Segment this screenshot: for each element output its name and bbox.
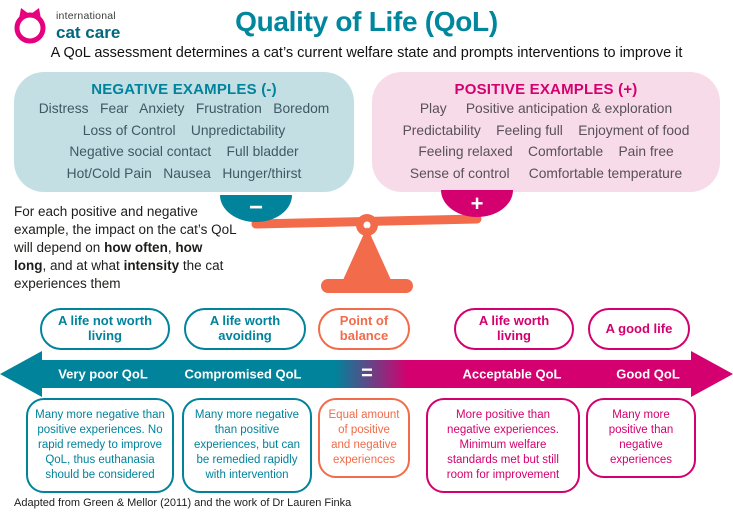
icatcare-logo: international cat care — [10, 6, 120, 46]
negative-examples-line: Distress Fear Anxiety Frustration Boredo… — [38, 101, 330, 116]
desc-box-compromised-qol: Many more negative than positive experie… — [182, 398, 312, 493]
pill-life-not-worth-living: A life not worth living — [40, 308, 170, 350]
desc-box-very-poor-qol: Many more negative than positive experie… — [26, 398, 174, 493]
desc-box-good-qol: Many more positive than negative experie… — [586, 398, 696, 478]
cat-icon — [14, 8, 46, 44]
desc-box-acceptable-qol: More positive than negative experiences.… — [426, 398, 580, 493]
arrow-label-acceptable-qol: Acceptable QoL — [462, 366, 562, 382]
pill-good-life: A good life — [588, 308, 690, 350]
arrow-label-compromised-qol: Compromised QoL — [184, 366, 302, 382]
scale-pivot-dot — [363, 221, 371, 229]
pill-label: A life worth avoiding — [209, 313, 281, 343]
pill-point-of-balance: Point of balance — [318, 308, 410, 350]
plus-sign: + — [471, 191, 484, 216]
arrow-label-equals: = — [361, 362, 373, 385]
impact-note-text: , — [167, 239, 176, 255]
logo-line-catcare: cat care — [56, 22, 121, 42]
negative-examples-box: NEGATIVE EXAMPLES (-) Distress Fear Anxi… — [14, 72, 354, 192]
pill-label: A life worth living — [478, 313, 550, 343]
page-title: Quality of Life (QoL) — [235, 6, 498, 37]
negative-examples-line: Negative social contact Full bladder — [69, 144, 299, 160]
qol-spectrum-arrow: Very poor QoL Compromised QoL = Acceptab… — [0, 351, 733, 397]
pill-label: Point of balance — [339, 313, 389, 343]
pill-label: A good life — [605, 320, 673, 336]
impact-note-bold-how-long: how long — [14, 239, 203, 273]
logo-text: international cat care — [56, 11, 120, 41]
balance-scale: − + — [215, 183, 515, 301]
pill-label: A life not worth living — [57, 313, 153, 343]
impact-note-bold-intensity: intensity — [123, 257, 180, 273]
logo-line-international: international — [56, 10, 116, 23]
minus-sign: − — [249, 194, 263, 221]
balance-scale-icon: − + — [220, 190, 513, 293]
negative-examples-line: Loss of Control Unpredictability — [82, 122, 286, 138]
positive-examples-line: Play Positive anticipation & exploration — [419, 101, 673, 116]
positive-examples-line: Predictability Feeling full Enjoyment of… — [402, 122, 690, 138]
scale-base — [321, 279, 413, 293]
positive-examples-box: POSITIVE EXAMPLES (+) Play Positive anti… — [372, 72, 720, 192]
negative-pan — [220, 195, 292, 222]
impact-note-text: , and at what — [42, 257, 124, 273]
positive-pan — [441, 190, 513, 217]
impact-note: For each positive and negative example, … — [14, 203, 238, 293]
impact-note-text: For each positive and negative example, … — [14, 204, 237, 255]
scale-pedestal — [343, 227, 391, 280]
negative-examples-line: Hot/Cold Pain Nausea Hunger/thirst — [66, 165, 302, 181]
page-subtitle: A QoL assessment determines a cat’s curr… — [50, 45, 683, 61]
arrow-label-very-poor-qol: Very poor QoL — [58, 366, 148, 382]
impact-note-text: the cat experiences them — [14, 257, 224, 291]
positive-examples-title: POSITIVE EXAMPLES (+) — [454, 81, 638, 98]
arrow-label-good-qol: Good QoL — [616, 366, 680, 382]
desc-box-point-of-balance: Equal amount of positive and negative ex… — [318, 398, 410, 478]
positive-examples-line: Sense of control Comfortable temperature — [409, 165, 683, 181]
impact-note-bold-how-often: how often — [104, 239, 168, 255]
pill-life-worth-avoiding: A life worth avoiding — [184, 308, 306, 350]
negative-examples-title: NEGATIVE EXAMPLES (-) — [91, 81, 277, 98]
pill-life-worth-living: A life worth living — [454, 308, 574, 350]
positive-examples-line: Feeling relaxed Comfortable Pain free — [418, 144, 674, 160]
attribution-text: Adapted from Green & Mellor (2011) and t… — [14, 497, 352, 509]
